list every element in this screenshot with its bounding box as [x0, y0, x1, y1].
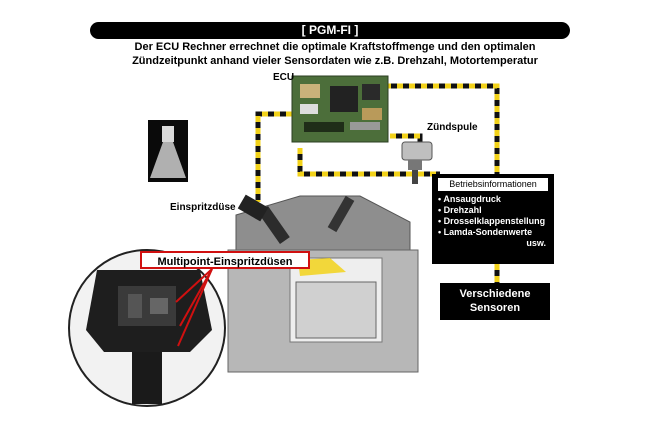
- page-title: [ PGM-FI ]: [90, 22, 570, 39]
- info-item-intake-pressure: • Ansaugdruck: [438, 194, 501, 204]
- subtitle: Der ECU Rechner errechnet die optimale K…: [60, 40, 610, 68]
- engine-cylinder-image: [227, 194, 419, 373]
- info-item-throttle-position: • Drosselklappenstellung: [438, 216, 546, 226]
- ecu-board-image: [291, 75, 389, 143]
- info-item-rpm: • Drehzahl: [438, 205, 482, 215]
- ecu-label: ECU: [273, 72, 295, 83]
- subtitle-line-2: Zündzeitpunkt anhand vieler Sensordaten …: [132, 55, 538, 67]
- sensors-box: Verschiedene Sensoren: [440, 283, 550, 320]
- ignition-coil-label: Zündspule: [427, 122, 478, 133]
- injector-label: Einspritzdüse: [170, 202, 236, 213]
- multipoint-callout: Multipoint-Einspritzdüsen: [140, 251, 310, 269]
- operating-info-box: Betriebsinformationen • Ansaugdruck • Dr…: [432, 174, 554, 264]
- sensors-box-line-1: Verschiedene: [459, 288, 531, 300]
- sensors-box-line-2: Sensoren: [469, 302, 521, 314]
- operating-info-heading: Betriebsinformationen: [438, 178, 548, 191]
- wiring: [255, 83, 500, 283]
- injector-spray-image: [148, 120, 188, 182]
- ignition-coil-image: [401, 141, 433, 184]
- info-item-etc: usw.: [526, 238, 546, 248]
- info-item-lambda-values: • Lamda-Sondenwerte: [438, 227, 533, 237]
- outboard-motor-image: [68, 249, 226, 407]
- subtitle-line-1: Der ECU Rechner errechnet die optimale K…: [134, 41, 536, 53]
- callout-lines: [175, 268, 213, 347]
